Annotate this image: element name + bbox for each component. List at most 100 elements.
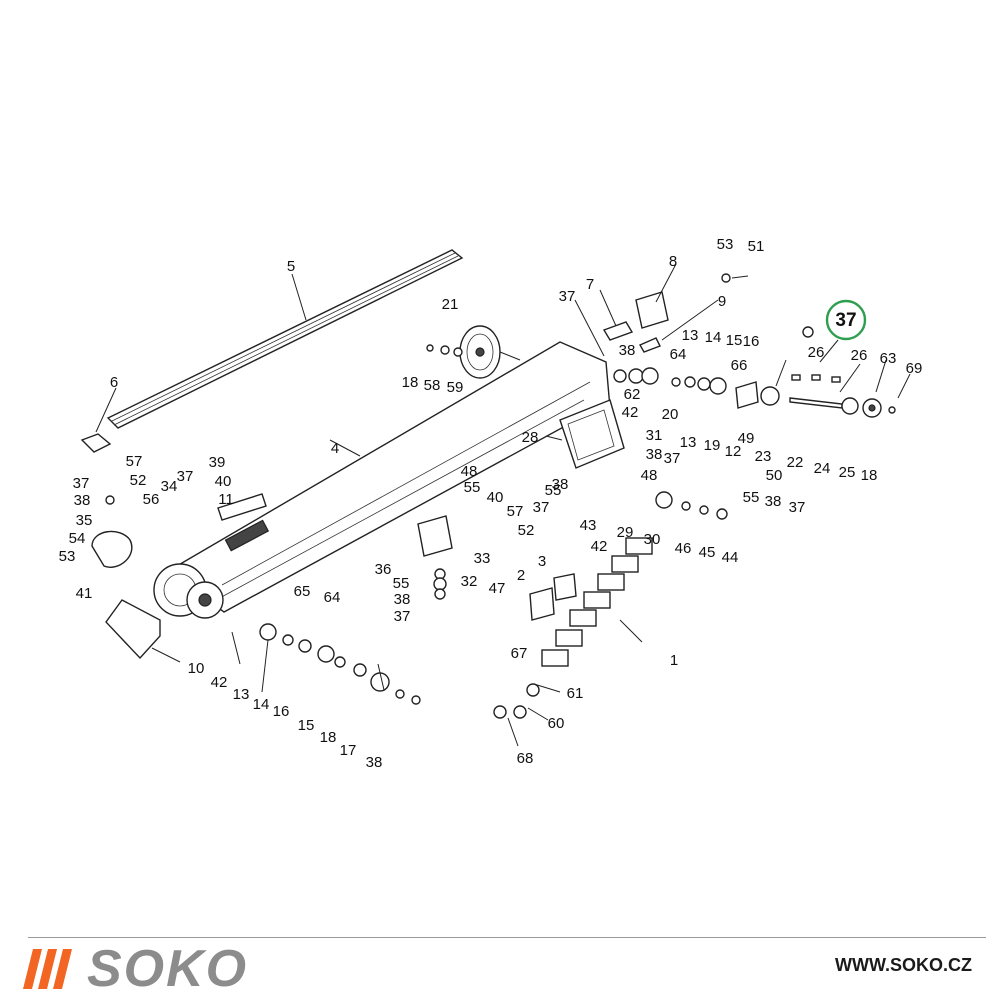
- callout-label: 38: [394, 591, 411, 608]
- callout-label: 62: [624, 386, 641, 403]
- callout-label: 26: [851, 347, 868, 364]
- bracket-drawing: [602, 273, 749, 353]
- callout-label: 61: [567, 685, 584, 702]
- callout-label: 59: [447, 379, 464, 396]
- callout-label: 47: [489, 580, 506, 597]
- callout-label: 49: [738, 430, 755, 447]
- callout-label: 23: [755, 448, 772, 465]
- callout-label: 13: [680, 434, 697, 451]
- highlighted-callout-label: 37: [835, 310, 856, 331]
- callout-label: 67: [511, 645, 528, 662]
- callout-label: 6: [110, 374, 118, 391]
- callout-label: 25: [839, 464, 856, 481]
- callout-label: 37: [177, 468, 194, 485]
- hardware-drawing: [259, 491, 728, 719]
- callout-label: 40: [487, 489, 504, 506]
- callout-label: 65: [294, 583, 311, 600]
- callout-label: 4: [331, 440, 339, 457]
- callout-label: 55: [464, 479, 481, 496]
- callout-label: 26: [808, 344, 825, 361]
- callout-label: 9: [718, 293, 726, 310]
- callout-label: 52: [518, 522, 535, 539]
- callout-label: 44: [722, 549, 739, 566]
- callout-label: 56: [143, 491, 160, 508]
- callout-label: 20: [662, 406, 679, 423]
- callout-label: 69: [906, 360, 923, 377]
- callout-label: 14: [705, 329, 722, 346]
- callout-label: 43: [580, 517, 597, 534]
- callout-label: 5: [287, 258, 295, 275]
- callout-label: 63: [880, 350, 897, 367]
- main-beam-drawing: [153, 341, 611, 619]
- callout-label: 38: [765, 493, 782, 510]
- callout-label: 51: [748, 238, 765, 255]
- callout-label: 42: [591, 538, 608, 555]
- callout-label: 2: [517, 567, 525, 584]
- callout-label: 13: [682, 327, 699, 344]
- callout-label: 28: [522, 429, 539, 446]
- callout-label: 22: [787, 454, 804, 471]
- callout-label: 57: [507, 503, 524, 520]
- drive-assembly-drawing: [559, 326, 896, 469]
- callout-label: 8: [669, 253, 677, 270]
- slide-rail-drawing: [106, 249, 464, 429]
- callout-label: 54: [69, 530, 86, 547]
- callout-label: 68: [517, 750, 534, 767]
- soko-logo[interactable]: SOKO: [23, 940, 249, 998]
- callout-label: 15: [726, 332, 743, 349]
- callout-label: 46: [675, 540, 692, 557]
- callout-label: 48: [641, 467, 658, 484]
- callout-label: 45: [699, 544, 716, 561]
- leader-lines: [95, 263, 911, 747]
- callout-label: 18: [402, 374, 419, 391]
- callout-label: 60: [548, 715, 565, 732]
- callout-label: 11: [218, 491, 234, 508]
- callout-label: 16: [743, 333, 760, 350]
- callout-label: 53: [59, 548, 76, 565]
- callout-label: 19: [704, 437, 721, 454]
- exploded-parts-diagram: 5351873795211314151638646626266369618585…: [59, 236, 923, 771]
- callout-label: 48: [461, 463, 478, 480]
- callout-label: 35: [76, 512, 93, 529]
- logo-bar-3: [53, 949, 72, 989]
- callout-label: 38: [646, 446, 663, 463]
- callout-label: 18: [861, 467, 878, 484]
- callout-label: 33: [474, 550, 491, 567]
- callout-label: 52: [130, 472, 147, 489]
- callout-label: 12: [725, 443, 742, 460]
- callout-label: 37: [394, 608, 411, 625]
- callout-label: 24: [814, 460, 831, 477]
- callout-label: 58: [424, 377, 441, 394]
- callout-label: 30: [644, 531, 661, 548]
- callout-label: 10: [188, 660, 205, 677]
- callout-label: 37: [664, 450, 681, 467]
- callout-label: 38: [74, 492, 91, 509]
- callout-label: 37: [533, 499, 550, 516]
- callout-label: 57: [126, 453, 143, 470]
- website-link[interactable]: WWW.SOKO.CZ: [835, 955, 972, 975]
- brand-name: SOKO: [87, 940, 249, 998]
- callout-label: 13: [233, 686, 250, 703]
- callout-label: 37: [559, 288, 576, 305]
- callout-label: 17: [340, 742, 357, 759]
- callout-label: 3: [538, 553, 546, 570]
- callout-label: 38: [366, 754, 383, 771]
- callout-label: 55: [393, 575, 410, 592]
- callout-label: 66: [731, 357, 748, 374]
- callout-label: 41: [76, 585, 93, 602]
- callout-label: 32: [461, 573, 478, 590]
- callout-label: 29: [617, 524, 634, 541]
- callout-label: 16: [273, 703, 290, 720]
- callout-label: 42: [622, 404, 639, 421]
- callout-label: 31: [646, 427, 663, 444]
- callout-label: 37: [73, 475, 90, 492]
- callout-label: 53: [717, 236, 734, 253]
- pulley-drawing: [426, 325, 521, 379]
- callout-label: 15: [298, 717, 315, 734]
- callout-label: 40: [215, 473, 232, 490]
- callout-label: 37: [789, 499, 806, 516]
- callout-label: 50: [766, 467, 783, 484]
- callout-label: 38: [619, 342, 636, 359]
- highlight-ring: [825, 299, 867, 341]
